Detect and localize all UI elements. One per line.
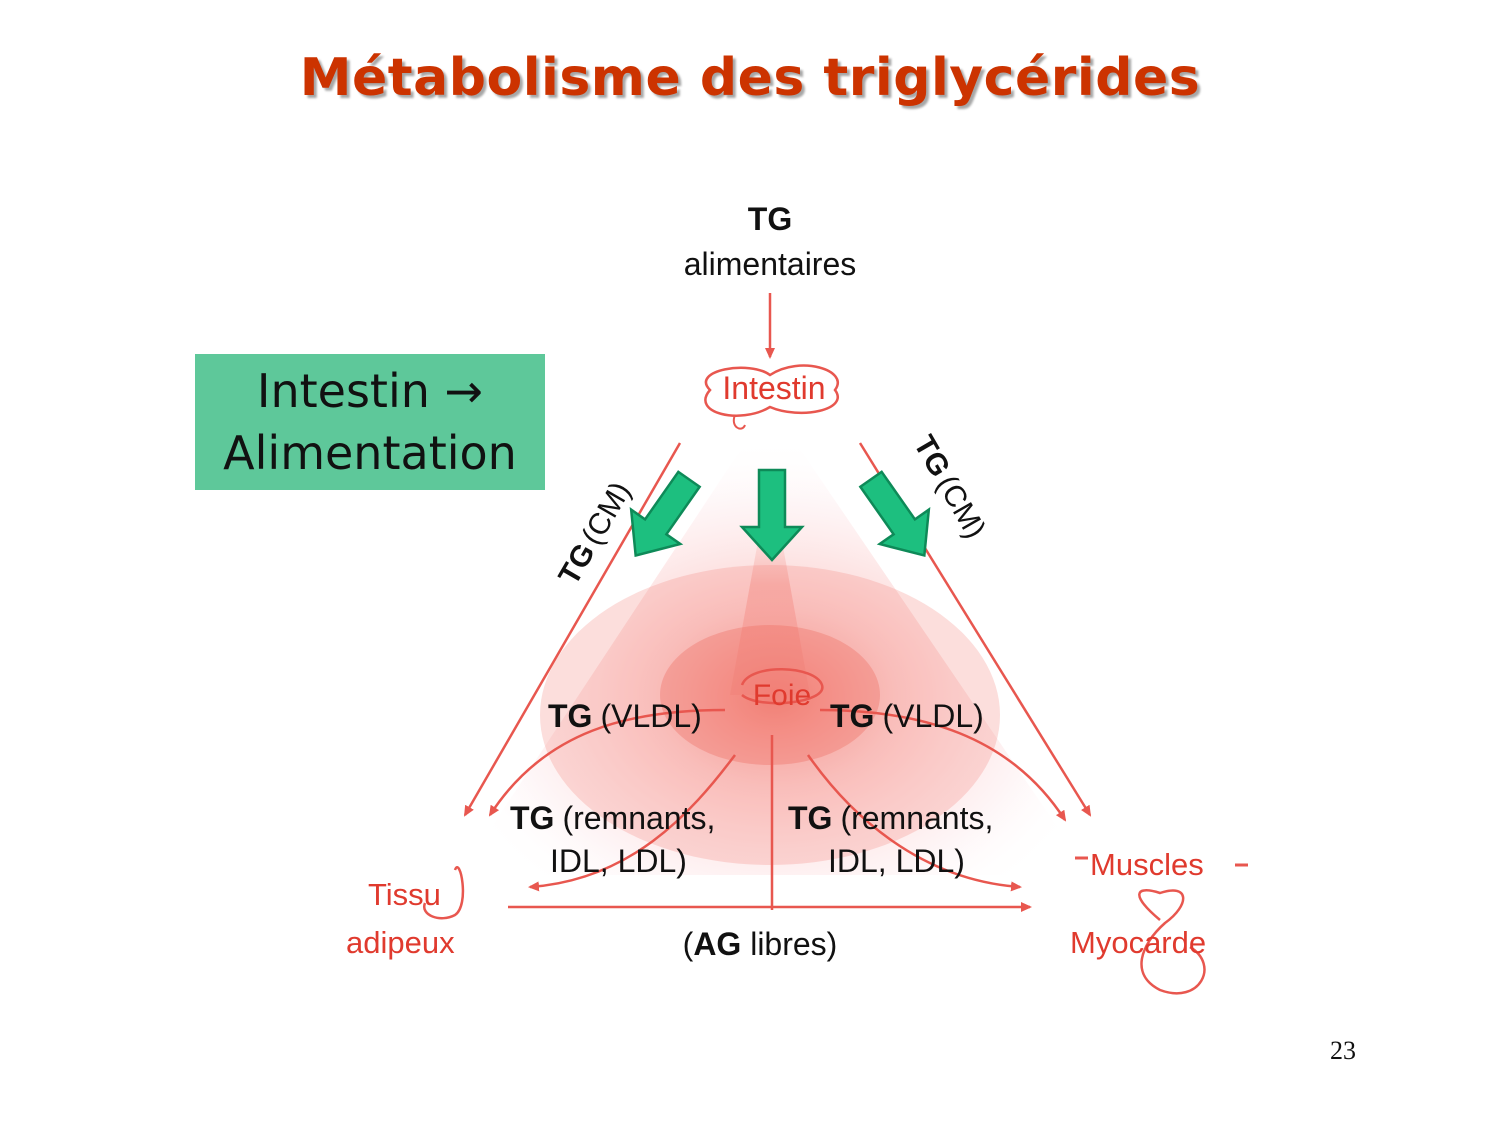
diagram-background-glow xyxy=(460,405,1090,875)
muscles-loop-icon xyxy=(1075,856,1248,867)
intestin-loop-icon xyxy=(704,364,839,417)
green-arrow-left-icon xyxy=(629,470,702,558)
green-arrow-center-icon xyxy=(739,468,805,562)
label-vldl-left-text: (VLDL) xyxy=(600,698,701,734)
label-myocarde: Myocarde xyxy=(1070,925,1206,960)
label-ag-open: ( xyxy=(683,926,694,962)
triglyceride-metabolism-diagram: TG alimentaires Intestin TG (CM) TG (CM)… xyxy=(346,201,1248,995)
label-vldl-right: TG(VLDL) xyxy=(830,698,984,734)
label-ag-rest: libres) xyxy=(741,926,837,962)
label-remnants-right-bold: TG xyxy=(788,800,832,836)
myocarde-heart-icon xyxy=(1138,889,1206,995)
label-remnants-right-line2: IDL, LDL) xyxy=(828,843,965,879)
arrow-cm-left xyxy=(463,442,682,817)
label-tg-cm-left-text: (CM) xyxy=(575,476,637,550)
label-remnants-left-bold: TG xyxy=(510,800,554,836)
arrow-vldl-right xyxy=(819,708,1067,822)
label-ag-bold: AG xyxy=(693,926,741,962)
label-tissu: Tissu xyxy=(368,877,441,912)
label-remnants-right-line1: TG(remnants, xyxy=(788,800,993,836)
label-tg-cm-left: TG (CM) xyxy=(552,476,637,590)
label-vldl-right-text: (VLDL) xyxy=(882,698,983,734)
arrow-remnants-right xyxy=(806,754,1022,892)
label-vldl-left-bold: TG xyxy=(548,698,592,734)
foie-loop-icon xyxy=(740,668,824,705)
green-arrow-right-icon xyxy=(858,470,931,558)
label-intestin: Intestin xyxy=(722,370,825,406)
arrow-remnants-left xyxy=(528,754,736,892)
label-remnants-left-line1: TG(remnants, xyxy=(510,800,715,836)
label-remnants-left-text: (remnants, xyxy=(562,800,715,836)
callout-line-2: Alimentation xyxy=(223,426,517,480)
label-ag-libres: (AG libres) xyxy=(683,926,838,962)
label-tg-top: TG xyxy=(748,201,792,237)
slide-title: Métabolisme des triglycérides xyxy=(299,48,1201,108)
label-remnants-left-line2: IDL, LDL) xyxy=(550,843,687,879)
page-number: 23 xyxy=(1330,1036,1356,1065)
label-alimentaires: alimentaires xyxy=(684,246,857,282)
label-foie: Foie xyxy=(753,679,811,712)
label-tg-cm-right-text: (CM) xyxy=(930,470,992,544)
label-muscles: Muscles xyxy=(1090,847,1204,882)
tissu-adipeux-loop-icon xyxy=(423,866,465,920)
label-remnants-right-text: (remnants, xyxy=(840,800,993,836)
label-vldl-left: TG(VLDL) xyxy=(548,698,702,734)
label-vldl-right-bold: TG xyxy=(830,698,874,734)
intestin-alimentation-callout: Intestin → Alimentation xyxy=(195,354,545,490)
callout-line-1: Intestin → xyxy=(256,364,484,418)
label-adipeux: adipeux xyxy=(346,925,455,960)
arrow-vldl-left xyxy=(488,708,726,817)
